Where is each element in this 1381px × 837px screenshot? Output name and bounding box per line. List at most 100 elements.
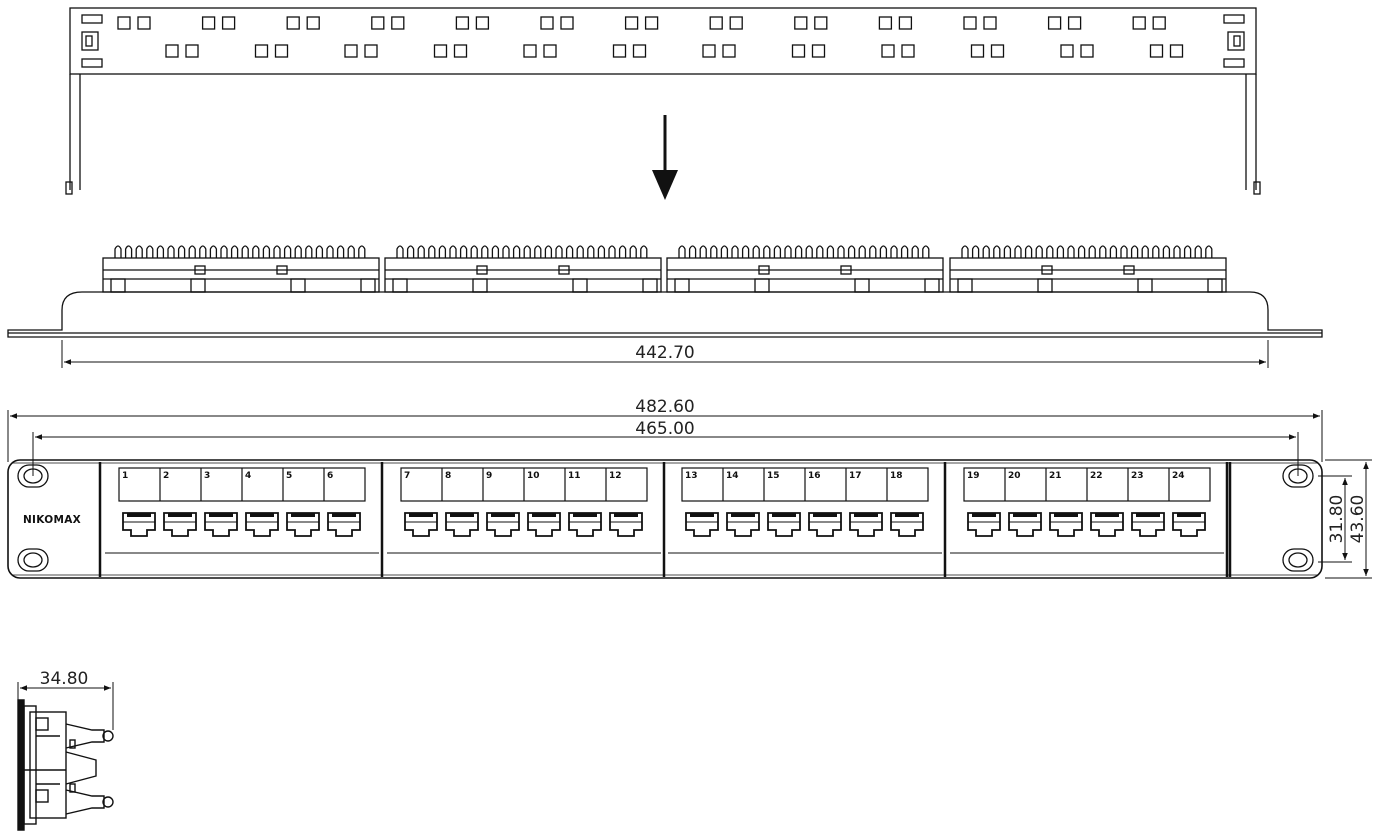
port-number-label: 6 [327,471,333,481]
bar-hole [632,44,647,58]
bar-hole [811,44,826,58]
dim-465-label: 465.00 [635,419,694,439]
dimension-overall-width: 482.60 [7,397,1323,462]
mounting-hole-icon [17,464,1314,572]
bar-hole [433,44,448,58]
rj45-port-icon [1172,512,1206,537]
bar-hole [540,16,554,30]
bar-hole [117,16,131,30]
dimension-front-depth: 442.70 [61,340,1269,368]
bar-hole [624,16,639,30]
port-block [387,462,666,577]
port-number-label: 11 [568,471,581,481]
port-number-label: 3 [204,471,210,481]
bar-hole [1067,16,1082,30]
bar-hole [455,16,470,30]
panel-side-view [17,699,114,831]
bar-hole [165,44,179,58]
rj45-port-icon [1090,512,1124,537]
bar-hole [274,44,289,58]
port-number-label: 13 [685,471,698,481]
dimension-mounting-width: 465.00 [32,419,1299,476]
rj45-port-icon [327,512,361,537]
bar-hole [560,16,574,30]
rj45-port-icon [163,512,197,537]
bar-hole [391,16,405,30]
dimension-side-depth: 34.80 [17,669,114,730]
bar-hole [1047,16,1062,30]
top-module [384,245,662,293]
port-number-label: 23 [1131,471,1144,481]
dim-482-label: 482.60 [635,397,694,417]
bar-hole [963,16,977,30]
dimension-heights [1318,459,1372,579]
bar-hole [881,44,895,58]
dim-31-label: 31.80 [1327,495,1347,544]
rj45-port-icon [445,512,479,537]
bar-hole [543,44,557,58]
brand-label: NIKOMAX [23,514,81,526]
dim-442-label: 442.70 [635,343,694,363]
port-number-label: 8 [445,471,451,481]
bar-hole [878,16,893,30]
port-number-label: 20 [1008,471,1021,481]
bar-hole [702,44,716,58]
port-number-label: 15 [767,471,780,481]
bar-hole [344,44,358,58]
bar-hole [709,16,723,30]
port-number-label: 18 [890,471,903,481]
bar-hole [612,44,627,58]
port-number-label: 10 [527,471,540,481]
dim-43-label: 43.60 [1348,495,1368,544]
port-number-label: 5 [286,471,292,481]
bar-hole [137,16,151,30]
bar-hole [970,44,985,58]
rj45-port-icon [122,512,156,537]
rj45-port-icon [245,512,279,537]
port-number-label: 2 [163,471,169,481]
rj45-port-icon [849,512,883,537]
rj45-port-icon [568,512,602,537]
port-number-label: 4 [245,471,251,481]
port-block [105,462,384,577]
bar-hole [1132,16,1146,30]
rj45-port-icon [1131,512,1165,537]
port-number-label: 12 [609,471,622,481]
rj45-port-icon [404,512,438,537]
bar-hole [729,16,743,30]
port-number-label: 14 [726,471,739,481]
rj45-port-icon [767,512,801,537]
bar-hole [221,16,236,30]
bar-hole [254,44,269,58]
rj45-port-icon [286,512,320,537]
bar-hole [475,16,490,30]
bar-hole [1169,44,1184,58]
rj45-port-icon [1049,512,1083,537]
port-number-label: 21 [1049,471,1062,481]
rj45-port-icon [527,512,561,537]
top-module [102,245,380,293]
bar-hole [306,16,320,30]
port-number-label: 24 [1172,471,1185,481]
bar-hole [791,44,806,58]
bar-hole [185,44,199,58]
rj45-port-icon [808,512,842,537]
port-number-label: 7 [404,471,410,481]
bar-hole [794,16,808,30]
bar-hole [453,44,468,58]
bar-hole [286,16,300,30]
rj45-port-icon [1008,512,1042,537]
bar-hole [644,16,659,30]
bar-hole [371,16,385,30]
port-number-label: 1 [122,471,128,481]
bar-hole [1080,44,1094,58]
bar-hole [983,16,997,30]
port-number-label: 22 [1090,471,1103,481]
down-arrow-icon [652,115,678,200]
bar-hole [364,44,378,58]
top-module [949,245,1227,293]
rj45-port-icon [609,512,643,537]
port-block [950,462,1229,577]
